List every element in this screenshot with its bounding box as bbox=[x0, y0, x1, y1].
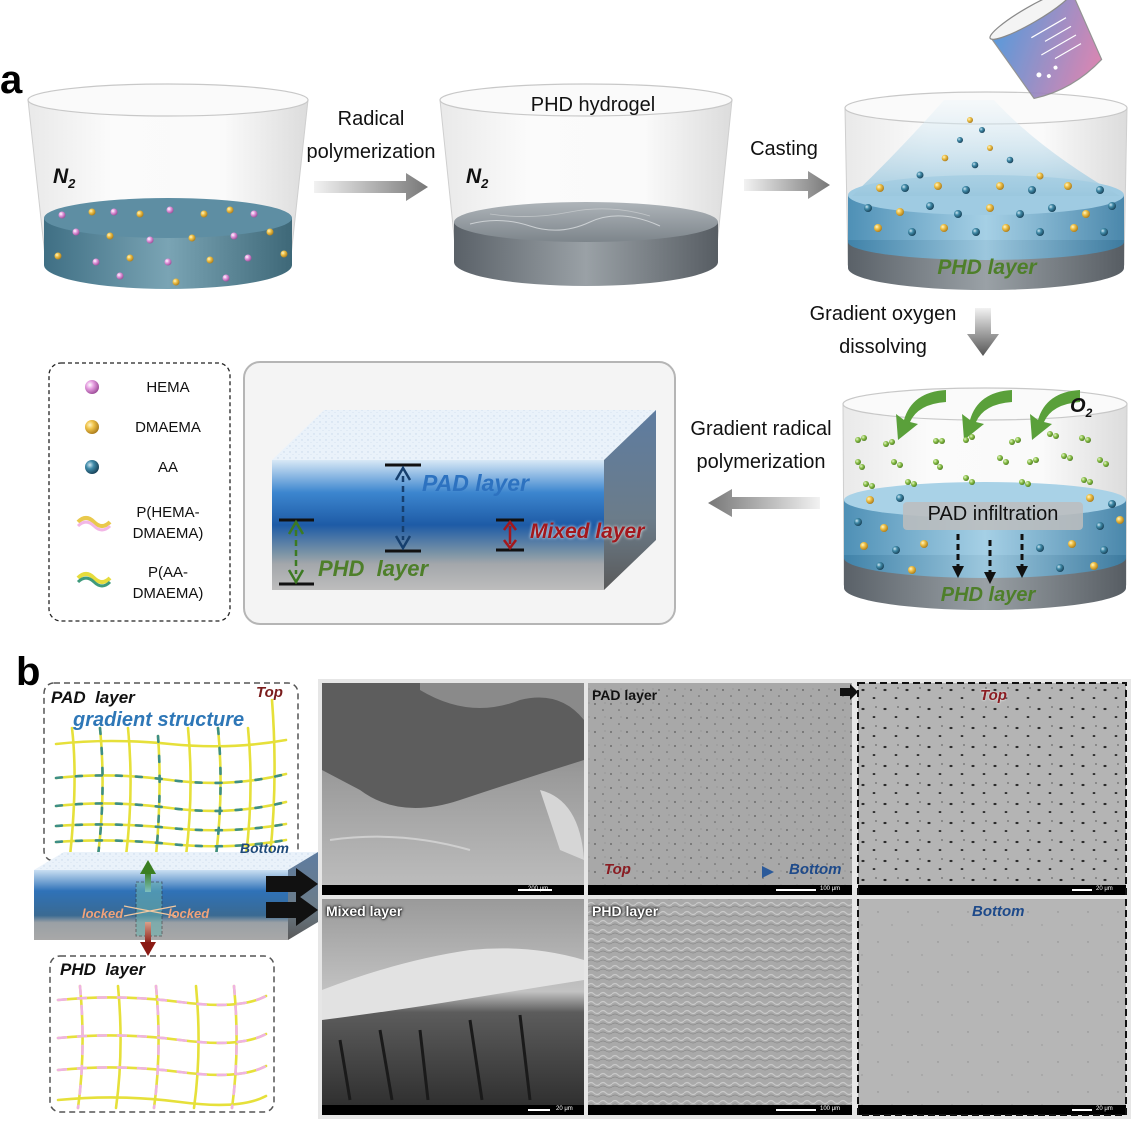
sem-2-bottom-label: Bottom bbox=[789, 861, 842, 878]
monomer-particles bbox=[54, 206, 288, 286]
legend-aa: AA bbox=[157, 459, 178, 476]
legend-dmaema: DMAEMA bbox=[135, 419, 201, 436]
schematic-top-label: Top bbox=[256, 684, 283, 701]
sem-2-top-label: Top bbox=[604, 861, 631, 878]
step-casting: Casting bbox=[750, 138, 818, 160]
up-arrow bbox=[140, 860, 156, 892]
phd-hydrogel-title: PHD hydrogel bbox=[530, 94, 656, 116]
panel-label-a: a bbox=[0, 58, 23, 102]
film-mixed-layer-label: Mixed layer bbox=[530, 520, 645, 543]
scale-6: 20 μm bbox=[1096, 1106, 1113, 1112]
n2-label-beaker2: N2 bbox=[466, 165, 489, 192]
schematic-film-slab bbox=[34, 852, 318, 940]
phd-network bbox=[56, 984, 268, 1110]
sem-3-label: Top bbox=[980, 687, 1007, 704]
top-bottom-arrow bbox=[646, 866, 774, 878]
arrow-step4 bbox=[708, 489, 820, 517]
locked-label-right: locked bbox=[168, 906, 210, 921]
scale-5: 100 μm bbox=[820, 1106, 841, 1112]
down-arrow bbox=[140, 922, 156, 956]
schematic-pad-layer-label: PAD layer bbox=[51, 688, 135, 707]
beaker-1 bbox=[27, 83, 309, 289]
phd-layer-label-beaker3: PHD layer bbox=[937, 256, 1037, 279]
scale-4: 20 μm bbox=[556, 1106, 573, 1112]
gradient-structure-label: gradient structure bbox=[73, 709, 245, 731]
column-pointer-arrow bbox=[840, 684, 858, 700]
o2-label: O2 bbox=[1070, 395, 1093, 420]
film-phd-layer-label: PHD layer bbox=[318, 556, 429, 581]
sem-5-label: PHD layer bbox=[592, 903, 659, 919]
infiltration-arrows bbox=[956, 534, 1024, 574]
o2-arrows bbox=[896, 390, 1080, 440]
scale-1: 200 μm bbox=[528, 886, 549, 892]
pad-layer-bracket bbox=[385, 463, 421, 553]
legend-p-hema-dmaema: P(HEMA- DMAEMA) bbox=[132, 504, 204, 542]
phd-layer-bracket bbox=[279, 518, 314, 586]
sem-4-label: Mixed layer bbox=[326, 903, 403, 919]
sem-image-2 bbox=[588, 683, 852, 895]
oxygen-molecules bbox=[855, 431, 1109, 489]
n2-label-beaker1: N2 bbox=[53, 165, 76, 192]
phd-layer-label-beaker4: PHD layer bbox=[940, 584, 1036, 606]
arrow-step2 bbox=[744, 171, 830, 199]
legend-icons bbox=[76, 380, 112, 588]
infiltration-particles bbox=[854, 494, 1124, 574]
beaker-2 bbox=[439, 83, 733, 286]
schematic-bottom-label: Bottom bbox=[240, 840, 289, 856]
legend-hema: HEMA bbox=[146, 379, 190, 396]
scale-bars bbox=[518, 889, 1092, 1111]
beaker-4 bbox=[842, 387, 1128, 610]
pad-infiltration-label: PAD infiltration bbox=[927, 503, 1059, 525]
panel-label-b: b bbox=[16, 650, 41, 694]
black-arrow-lower bbox=[266, 894, 318, 926]
sem-image-1 bbox=[322, 683, 584, 895]
scale-2: 100 μm bbox=[820, 886, 841, 892]
sem-dashed-column bbox=[857, 682, 1127, 1116]
sem-2-label: PAD layer bbox=[592, 687, 658, 703]
sem-image-4 bbox=[322, 899, 584, 1115]
locked-label-left: locked bbox=[82, 906, 124, 921]
black-arrow-upper bbox=[266, 868, 318, 900]
film-pad-layer-label: PAD layer bbox=[422, 470, 529, 496]
arrow-step1 bbox=[314, 173, 428, 201]
mixed-layer-bracket bbox=[496, 518, 524, 552]
beaker-3 bbox=[844, 91, 1128, 290]
sem-6-label: Bottom bbox=[972, 903, 1025, 920]
pour-particles bbox=[864, 117, 1116, 236]
arrow-step3 bbox=[967, 308, 999, 356]
film-slab bbox=[272, 410, 656, 590]
sem-image-6 bbox=[858, 899, 1126, 1115]
scale-3: 20 μm bbox=[1096, 886, 1113, 892]
schematic-phd-layer-label: PHD layer bbox=[60, 960, 146, 979]
pouring-beaker-icon bbox=[989, 0, 1103, 100]
pad-network bbox=[54, 698, 288, 858]
sem-image-3 bbox=[858, 683, 1126, 895]
phd-network-box bbox=[49, 955, 275, 1113]
legend-p-aa-dmaema: P(AA- DMAEMA) bbox=[132, 564, 204, 602]
sem-image-5 bbox=[588, 899, 852, 1115]
